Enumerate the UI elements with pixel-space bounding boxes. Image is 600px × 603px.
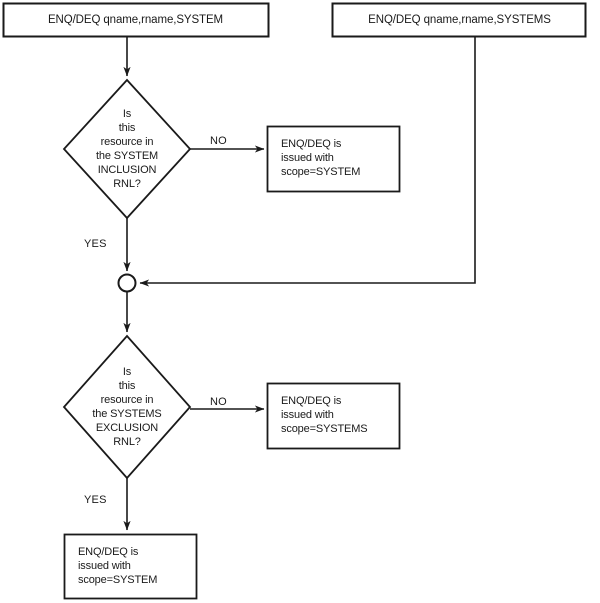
edge-label-exclusion-no: NO [210, 396, 227, 408]
edge-label-inclusion-no: NO [210, 135, 227, 147]
node-result-systems-no-shape [266, 382, 401, 450]
edge-label-exclusion-yes: YES [84, 494, 107, 506]
node-decision-exclusion-shape [62, 334, 192, 480]
node-decision-inclusion-shape [62, 78, 192, 220]
node-merge-junction-shape [117, 273, 137, 293]
edge-start-right-to-junction [139, 36, 476, 287]
edge-label-inclusion-yes: YES [84, 238, 107, 250]
node-start-left-shape [2, 2, 270, 38]
node-result-system-yes-shape [63, 533, 198, 600]
node-result-system-no-shape [266, 125, 401, 193]
node-start-right-shape [331, 2, 587, 38]
